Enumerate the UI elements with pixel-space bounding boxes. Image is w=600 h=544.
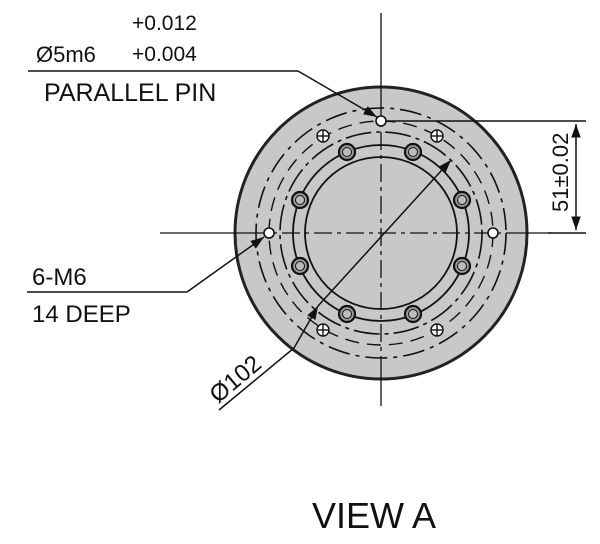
pin-diameter: Ø5m6 — [36, 42, 96, 67]
pin-name: PARALLEL PIN — [44, 79, 216, 107]
pcd-dimension — [218, 159, 452, 411]
pin-hole — [263, 227, 275, 239]
pin-holes — [263, 115, 499, 239]
pcd-label: Ø102 — [205, 350, 267, 408]
thread-leader — [27, 236, 265, 293]
thread-holes — [290, 142, 472, 324]
offset-label: 51±0.02 — [548, 133, 573, 212]
pin-leader — [28, 70, 378, 118]
pin-tol-lower: +0.004 — [132, 43, 197, 66]
offset-dimension — [387, 120, 586, 234]
thread-count-size: 6-M6 — [32, 264, 87, 291]
tap-holes — [316, 129, 444, 337]
pin-hole — [487, 227, 499, 239]
view-label: VIEW A — [312, 495, 436, 536]
pin-hole — [375, 115, 387, 127]
pin-tol-upper: +0.012 — [132, 12, 197, 35]
thread-depth: 14 DEEP — [32, 301, 131, 328]
